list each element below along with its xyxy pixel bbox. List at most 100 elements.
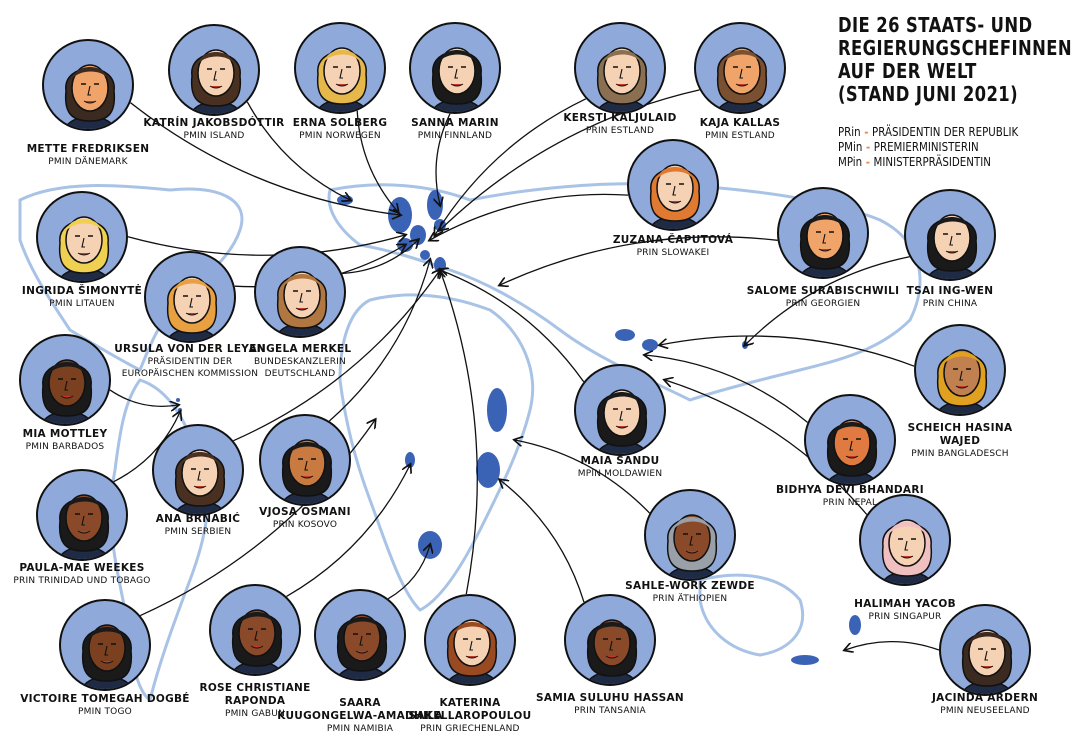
person-role: PMin Finnland [417, 131, 493, 141]
person-label: SaaraKuugongelwa-AmadhilaPMin Namibia [277, 697, 443, 735]
person-label: Samia Suluhu HassanPRin Tansania [536, 692, 684, 717]
portrait [409, 22, 501, 114]
pointer-arrow [140, 420, 375, 617]
person-role: PRin Slowakei [636, 248, 710, 258]
person-role: Präsidentin der [147, 357, 233, 367]
face-illustration [961, 629, 1013, 694]
portrait [36, 469, 128, 561]
person-label: Halimah YacobPRin Singapur [854, 598, 956, 623]
title-line: REGIERUNGSCHEFINNEN [838, 36, 1072, 60]
person-role: PMin Dänemark [48, 157, 128, 167]
person-name: Ursula von der Leyen [114, 343, 266, 355]
person-role: Bundeskanzlerin [254, 357, 346, 367]
person-name: Samia Suluhu Hassan [536, 692, 684, 704]
person-role: PMin Serbien [164, 527, 232, 537]
person-label: Mia MottleyPMin Barbados [23, 428, 108, 453]
person-label: Erna SolbergPMin Norwegen [293, 117, 388, 142]
person-name: Maia Sandu [580, 455, 660, 467]
legend-text: MINISTERPRÄSIDENTIN [873, 154, 991, 169]
face-illustration [174, 449, 226, 514]
face-illustration [41, 359, 93, 424]
person-name: Ingrida Šimonytė [21, 285, 143, 297]
highlighted-country [476, 452, 500, 488]
portrait [168, 24, 260, 116]
pointer-arrow [440, 270, 478, 595]
face-illustration [936, 349, 988, 414]
pointer-arrow [130, 102, 400, 215]
person-role: PRin China [922, 299, 978, 309]
person-label: Kaja KallasPMin Estland [700, 117, 781, 142]
person-label: Maia SanduMPin Moldawien [578, 455, 663, 480]
portrait [914, 324, 1006, 416]
person-role: PMin Litauen [49, 299, 115, 309]
person-name: Raponda [224, 695, 286, 707]
portrait [144, 251, 236, 343]
person-name: Katerina [439, 697, 501, 709]
highlighted-country [410, 225, 426, 245]
face-illustration [586, 619, 638, 684]
pointer-arrow [387, 545, 430, 600]
person-label: Scheich HasinaWajedPMin Bangladesch [908, 422, 1013, 460]
person-label: Ingrida ŠimonytėPMin Litauen [22, 285, 142, 310]
person-name: Sakellaropoulou [408, 710, 532, 722]
portrait [694, 22, 786, 114]
person-name: Mette Fredriksen [26, 143, 150, 155]
person-label: Ana BrnabićPMin Serbien [156, 513, 241, 538]
person-label: Sahle-Work ZewdePRin Äthiopien [625, 580, 755, 605]
portrait [424, 594, 516, 686]
portrait [254, 246, 346, 338]
face-illustration [166, 276, 218, 341]
face-illustration [64, 64, 116, 129]
person-label: Ursula von der LeyenPräsidentin derEurop… [114, 343, 266, 380]
legend-abbr: PRin [838, 124, 861, 139]
person-label: Mette FredriksenPMin Dänemark [27, 143, 150, 168]
portrait [644, 489, 736, 581]
legend-dash: - [860, 124, 873, 139]
pointer-arrow [286, 465, 410, 598]
portrait [36, 191, 128, 283]
portrait [564, 594, 656, 686]
portrait [627, 139, 719, 231]
title-line: (STAND JUNI 2021) [838, 82, 1019, 106]
person-role: PMin Togo [78, 707, 132, 717]
pointer-arrow [430, 193, 629, 240]
person-name: Victoire Tomegah Dogbé [20, 693, 190, 705]
pointer-arrow [745, 256, 910, 345]
person-name: Saara [339, 697, 381, 709]
person-role: PMin Norwegen [299, 131, 381, 141]
person-name: Jacinda Ardern [931, 692, 1039, 704]
highlighted-country [176, 398, 180, 402]
person-role: PRin Nepal [822, 498, 878, 508]
person-name: Rose Christiane [199, 682, 311, 694]
portrait [209, 584, 301, 676]
title-line: AUF DER WELT [838, 59, 977, 83]
legend-item: PRin - PRÄSIDENTIN DER REPUBLIK [838, 124, 1018, 139]
person-role: PRin Tansania [574, 706, 646, 716]
person-name: Vjosa Osmani [259, 506, 351, 518]
portrait [59, 599, 151, 691]
pointer-arrow [665, 380, 868, 515]
portrait [152, 424, 244, 516]
portrait [939, 604, 1031, 696]
person-name: Sanna Marin [411, 117, 499, 129]
legend-abbr: MPin [838, 154, 863, 169]
pointer-arrow [109, 389, 178, 406]
person-label: Angela MerkelBundeskanzlerinDeutschland [249, 343, 352, 380]
person-role: PMin Island [183, 131, 245, 141]
person-role: Deutschland [264, 369, 336, 379]
pointer-arrow [233, 270, 440, 442]
portrait [859, 494, 951, 586]
person-label: Jacinda ArdernPMin Neuseeland [932, 692, 1038, 717]
highlighted-country [642, 339, 658, 351]
pointer-arrow [845, 640, 940, 650]
face-illustration [336, 614, 388, 679]
person-role: PMin Neuseeland [940, 706, 1030, 716]
pointer-arrow [645, 355, 808, 423]
face-illustration [431, 47, 483, 112]
pointer-arrow [246, 101, 350, 200]
person-name: Bidhya Devi Bhandari [776, 484, 924, 496]
highlighted-country [791, 655, 819, 665]
person-label: Katrín JakobsdóttirPMin Island [143, 117, 284, 142]
person-name: Kaja Kallas [699, 117, 781, 129]
person-name: Mia Mottley [22, 428, 108, 440]
